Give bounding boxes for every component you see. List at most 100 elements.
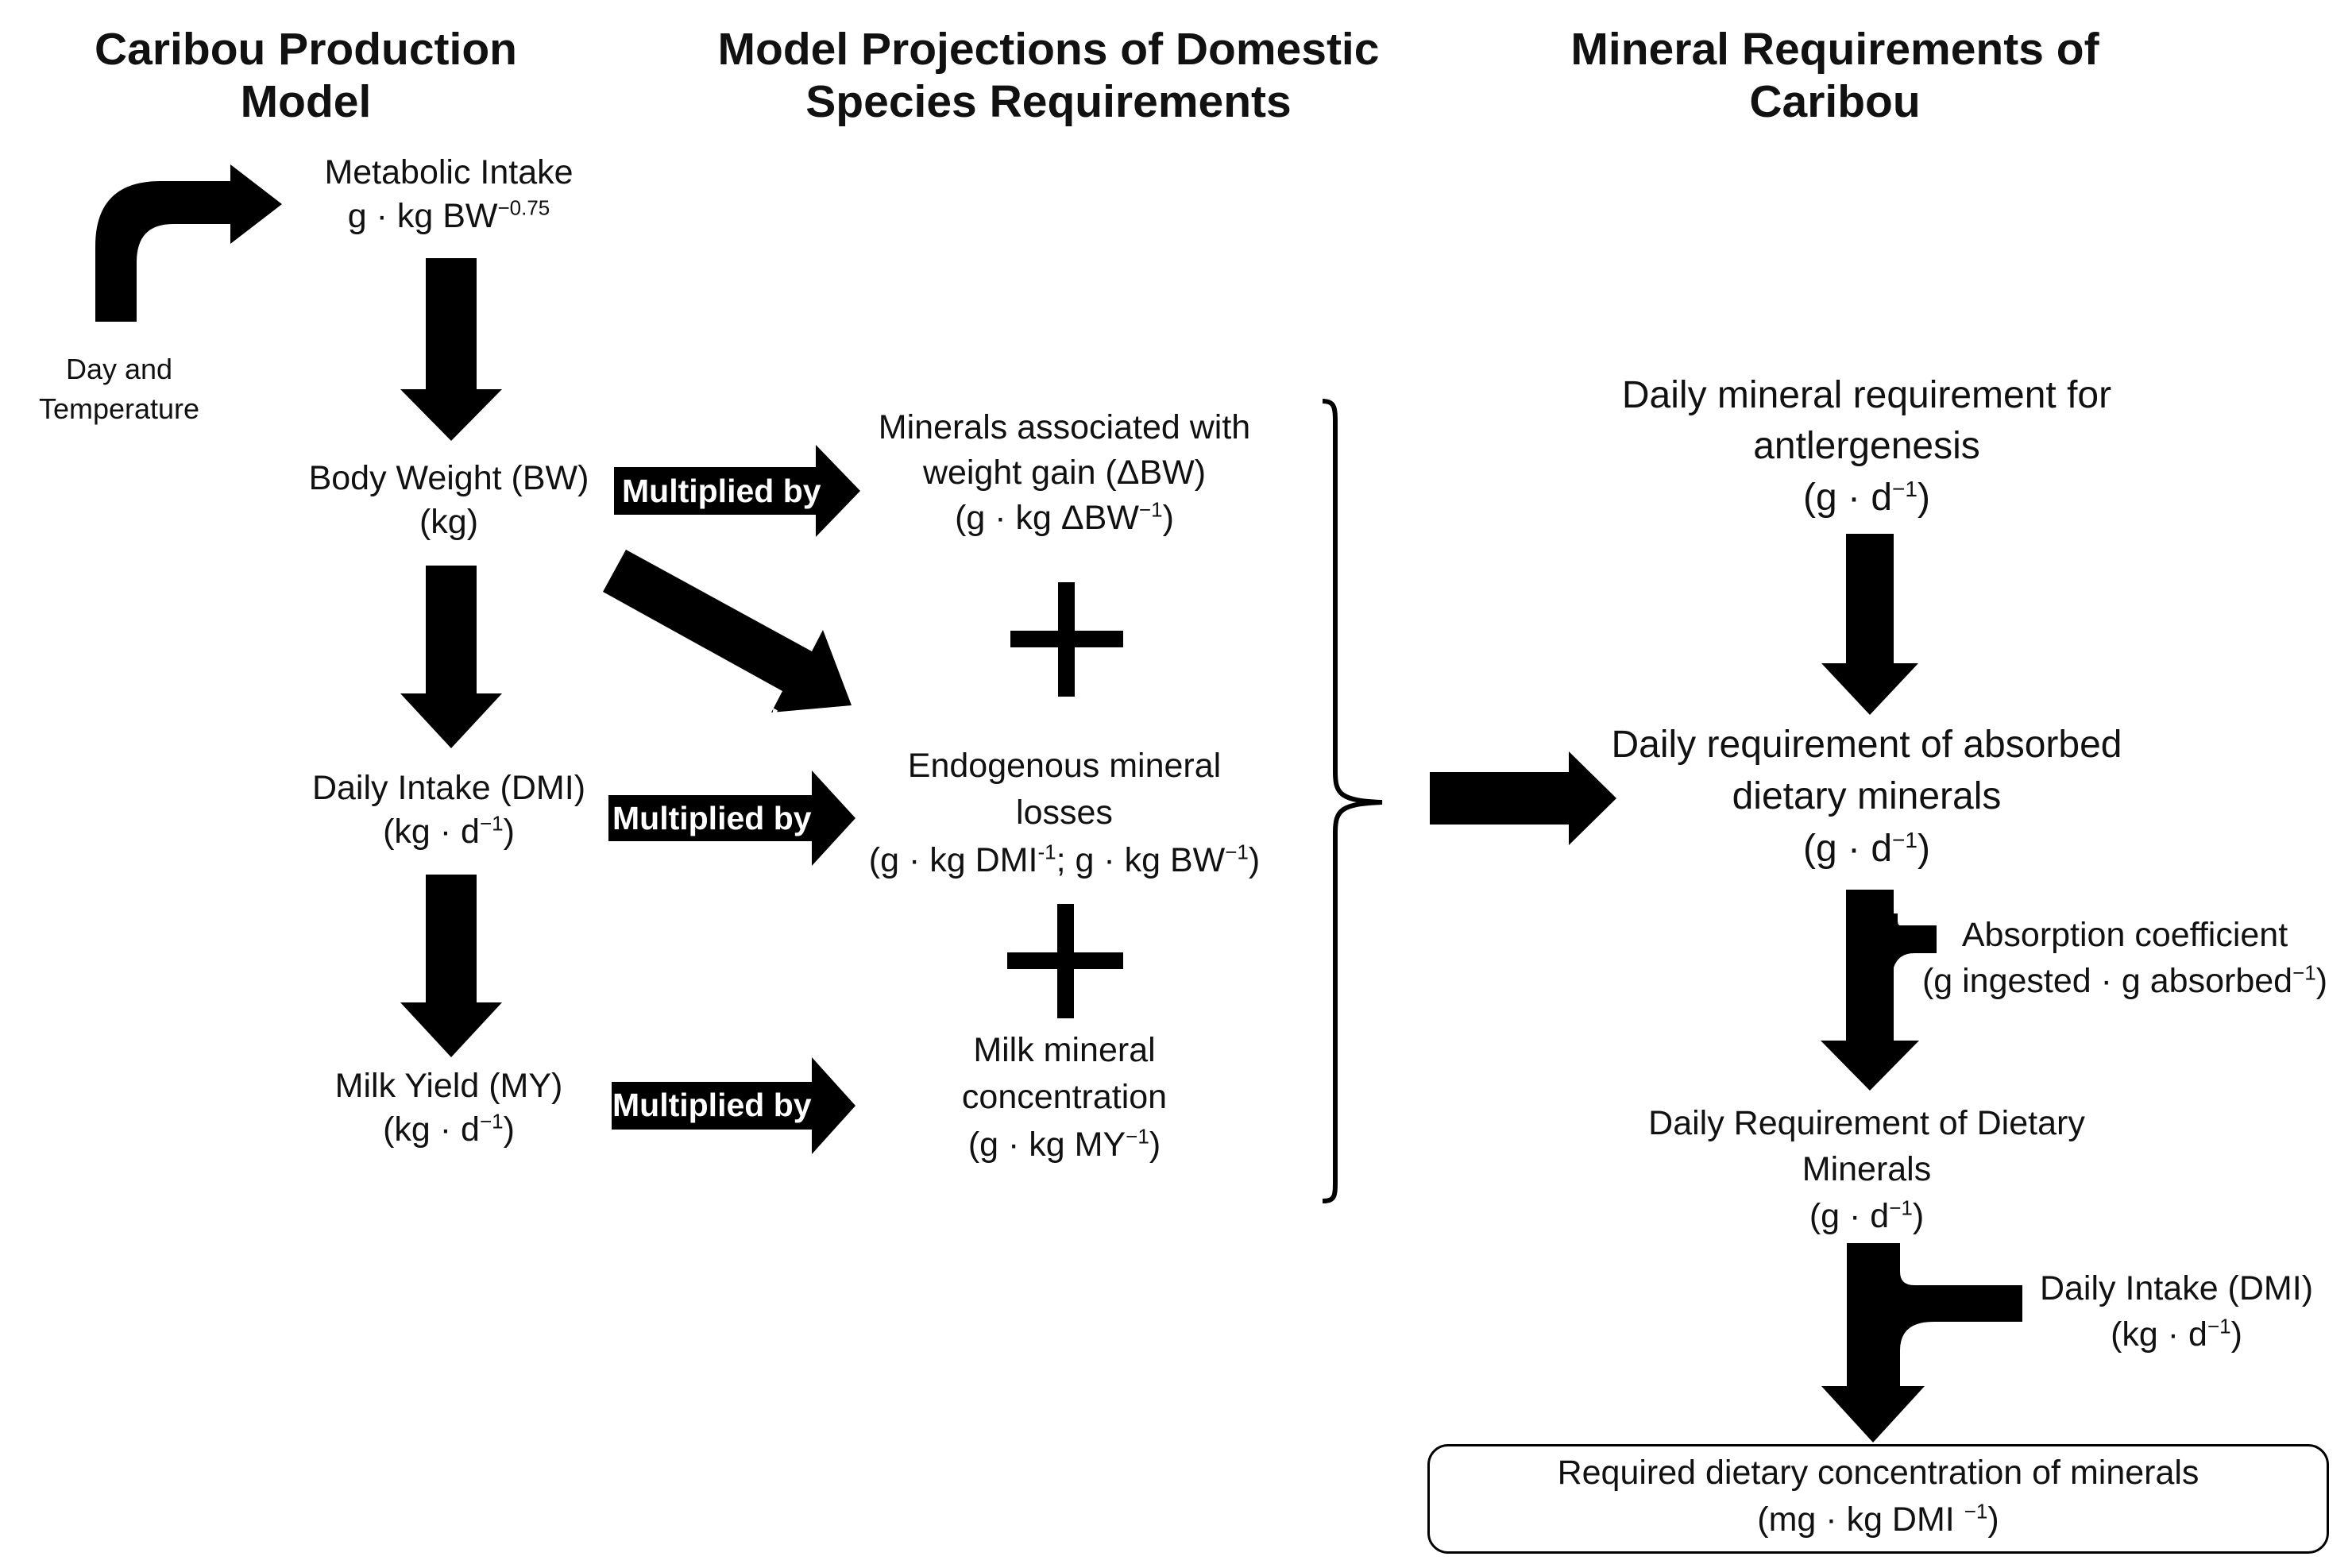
unit-text: (mg · kg DMI — [1757, 1500, 1964, 1539]
unit-close: ) — [1987, 1500, 1999, 1539]
milk-mineral-node: Milk mineral concentration (g · kg MY−1) — [842, 1027, 1287, 1168]
daily-intake-unit: (kg · d−1) — [278, 810, 620, 854]
dmi-side-unit: (kg · d−1) — [2018, 1311, 2335, 1358]
header-col3-line2: Caribou — [1749, 75, 1921, 127]
unit-text: (g · d — [1803, 827, 1893, 870]
dietary-line1: Daily Requirement of Dietary — [1648, 1104, 2085, 1142]
arrow-bw-to-weight-gain — [614, 445, 860, 537]
unit-text: (g · kg MY — [967, 1125, 1126, 1164]
unit-exponent-2: −1 — [1225, 840, 1249, 864]
arrow-bw-to-dmi — [400, 566, 502, 748]
weight-gain-minerals-node: Minerals associated with weight gain (ΔB… — [842, 405, 1287, 542]
result-box — [1427, 1444, 2329, 1554]
unit-text: (g · d — [1803, 476, 1893, 519]
arrow-antler-to-absorbed — [1821, 534, 1918, 715]
antler-line1: Daily mineral requirement for — [1621, 374, 2112, 416]
plus-sign-2 — [1007, 904, 1123, 1018]
unit-close: ) — [503, 813, 515, 852]
absorbed-line2: dietary minerals — [1732, 775, 2002, 818]
absorbed-line1: Daily requirement of absorbed — [1611, 724, 2122, 766]
multiplied-by-label-4: Multiplied by — [612, 1087, 812, 1123]
unit-close: ) — [1912, 1196, 1925, 1235]
absorption-coefficient-node: Absorption coefficient (g ingested · g a… — [1898, 912, 2351, 1004]
endogenous-losses-node: Endogenous mineral losses (g · kg DMI-1;… — [842, 743, 1287, 884]
unit-close: ) — [1149, 1125, 1161, 1164]
dmi-side-node: Daily Intake (DMI) (kg · d−1) — [2018, 1265, 2335, 1358]
unit-close: ) — [503, 1110, 515, 1149]
unit-exponent: −1 — [1964, 1500, 1988, 1524]
unit-close: ) — [2230, 1315, 2242, 1354]
unit-exponent: −0.75 — [497, 195, 550, 220]
multiplied-by-label-3: Multiplied by — [612, 800, 812, 836]
unit-exponent: −1 — [2292, 960, 2316, 985]
unit-text: (kg · d — [2111, 1315, 2207, 1354]
header-col1-line1: Caribou Production — [95, 24, 517, 75]
multiplied-by-label-1: Multiplied by — [622, 473, 821, 509]
header-col2-line1: Model Projections of Domestic — [717, 24, 1380, 75]
unit-exponent: −1 — [1892, 827, 1918, 852]
result-line1: Required dietary concentration of minera… — [1557, 1454, 2199, 1492]
weight-gain-line1: Minerals associated with — [878, 408, 1251, 446]
result-text: Required dietary concentration of minera… — [1427, 1450, 2329, 1544]
day-and-temperature: Day and Temperature — [8, 350, 230, 428]
unit-text: (kg · d — [383, 813, 480, 852]
arrow-dmi-to-my — [400, 875, 502, 1057]
endogenous-line1: Endogenous mineral — [907, 747, 1222, 785]
dietary-line2: Minerals — [1802, 1150, 1932, 1189]
weight-gain-line2: weight gain (ΔBW) — [922, 454, 1207, 492]
header-mineral-requirements: Mineral Requirements of Caribou — [1493, 24, 2176, 128]
metabolic-intake-unit: g · kg BW−0.75 — [278, 195, 620, 238]
unit-exponent: −1 — [2207, 1314, 2231, 1338]
unit-exponent: −1 — [1889, 1195, 1913, 1220]
absorbed-minerals-node: Daily requirement of absorbed dietary mi… — [1557, 719, 2176, 875]
body-weight-label: Body Weight (BW) — [308, 459, 589, 497]
header-col2-line2: Species Requirements — [805, 75, 1292, 127]
unit-close: ) — [1248, 840, 1261, 879]
unit-close: ) — [2315, 962, 2328, 1001]
result-unit: (mg · kg DMI −1) — [1427, 1497, 2329, 1543]
unit-exponent: −1 — [1138, 498, 1163, 523]
milk-yield-unit: (kg · d−1) — [278, 1108, 620, 1152]
day-temp-line2: Temperature — [38, 392, 200, 425]
dietary-unit: (g · d−1) — [1597, 1193, 2137, 1239]
endogenous-unit: (g · kg DMI-1; g · kg BW−1) — [842, 837, 1287, 884]
day-temp-line1: Day and — [65, 353, 173, 385]
milk-mineral-line2: concentration — [961, 1078, 1168, 1117]
arrow-metabolic-to-bw — [400, 258, 502, 441]
metabolic-intake-label: Metabolic Intake — [324, 153, 574, 191]
plus-sign-1 — [1010, 582, 1123, 697]
unit-exponent: −1 — [479, 1109, 504, 1134]
unit-text-2: ; g · kg BW — [1056, 840, 1226, 879]
body-weight-node: Body Weight (BW) (kg) — [278, 457, 620, 544]
unit-text: (kg · d — [383, 1110, 480, 1149]
arrow-absorbed-to-dietary — [1821, 890, 1937, 1091]
header-model-projections: Model Projections of Domestic Species Re… — [651, 24, 1446, 128]
header-caribou-production-model: Caribou Production Model — [56, 24, 556, 128]
milk-yield-node: Milk Yield (MY) (kg · d−1) — [278, 1064, 620, 1152]
unit-text: g · kg BW — [347, 197, 498, 236]
arrow-dmi-to-endogenous — [608, 770, 855, 866]
unit-exponent: −1 — [1892, 476, 1918, 501]
arrow-bw-to-endogenous — [603, 550, 852, 713]
daily-intake-node: Daily Intake (DMI) (kg · d−1) — [278, 767, 620, 854]
header-col1-line2: Model — [240, 75, 372, 127]
absorbed-unit: (g · d−1) — [1557, 823, 2176, 875]
right-brace — [1322, 399, 1383, 1203]
unit-exponent: −1 — [479, 811, 504, 836]
unit-close: ) — [1917, 476, 1930, 519]
unit-exponent: −1 — [1126, 1124, 1149, 1149]
milk-mineral-unit: (g · kg MY−1) — [842, 1122, 1287, 1168]
endogenous-line2: losses — [1016, 794, 1113, 832]
unit-text: (g · kg ΔBW — [955, 499, 1139, 538]
unit-exponent: -1 — [1037, 840, 1056, 864]
unit-text: (g ingested · g absorbed — [1921, 962, 2293, 1001]
antler-unit: (g · d−1) — [1557, 473, 2176, 523]
unit-close: ) — [1917, 827, 1930, 870]
arrow-dietary-to-result — [1821, 1243, 2022, 1442]
dietary-minerals-node: Daily Requirement of Dietary Minerals (g… — [1597, 1100, 2137, 1239]
unit-close: ) — [1162, 499, 1174, 538]
header-col3-line1: Mineral Requirements of — [1570, 24, 2099, 75]
antlergenesis-node: Daily mineral requirement for antlergene… — [1557, 370, 2176, 523]
absorption-coeff-line1: Absorption coefficient — [1961, 916, 2288, 954]
